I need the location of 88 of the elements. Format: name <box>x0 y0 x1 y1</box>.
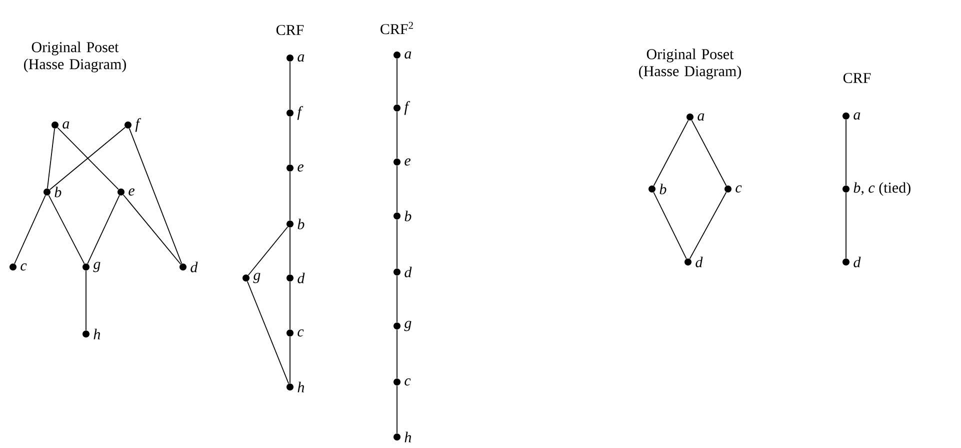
line <box>653 192 687 260</box>
vertex-label: g <box>93 262 100 272</box>
vertex-dot <box>286 330 294 336</box>
vertex-label: f <box>135 118 142 132</box>
vertex-dot <box>286 274 294 282</box>
vertex-label: b <box>404 210 412 222</box>
vertex-label: h <box>404 432 412 442</box>
vertex-label: a <box>404 51 412 59</box>
heading: CRF <box>276 24 304 36</box>
line <box>396 165 398 213</box>
vertex-dot <box>842 112 850 120</box>
vertex-label: f <box>404 101 410 115</box>
vertex-label: b <box>660 184 666 194</box>
line <box>396 385 398 434</box>
vertex-label: d <box>696 256 703 268</box>
vertex-dot <box>286 220 294 228</box>
line <box>396 58 398 105</box>
line <box>87 194 120 264</box>
vertex-dot <box>394 52 400 58</box>
vertex-label: d <box>854 256 861 268</box>
vertex-label: a <box>698 113 704 121</box>
vertex-dot <box>180 264 186 270</box>
line <box>689 192 727 260</box>
vertex-label: d <box>190 262 198 272</box>
vertex-dot <box>394 434 400 440</box>
vertex-dot <box>394 212 400 220</box>
vertex-dot <box>52 122 58 128</box>
vertex-dot <box>242 274 250 282</box>
vertex-dot <box>10 264 16 270</box>
vertex-label: b, c (tied) <box>854 182 910 196</box>
vertex-label: h <box>94 328 100 340</box>
line <box>14 194 46 264</box>
vertex-label: c <box>736 185 742 193</box>
heading: CRF <box>843 72 871 84</box>
line <box>246 280 290 384</box>
vertex-dot <box>394 158 400 166</box>
line <box>57 127 119 190</box>
vertex-label: g <box>253 272 260 284</box>
line <box>128 128 182 264</box>
vertex-dot <box>82 330 90 338</box>
heading: Original Poset (Hasse Diagram) <box>639 48 741 80</box>
vertex-label: a <box>62 121 70 129</box>
vertex-dot <box>394 378 400 386</box>
line <box>691 120 727 186</box>
line <box>46 128 56 189</box>
heading: CRF$^{2}$ <box>380 22 413 34</box>
vertex-dot <box>82 264 90 270</box>
vertex-dot <box>648 186 656 192</box>
vertex-dot <box>286 110 294 116</box>
vertex-label: d <box>404 266 412 278</box>
vertex-dot <box>124 122 132 128</box>
vertex-label: e <box>128 188 135 196</box>
vertex-label: c <box>404 378 411 386</box>
vertex-label: d <box>298 272 305 284</box>
heading: Original Poset (Hasse Diagram) <box>24 42 126 72</box>
vertex-label: a <box>298 54 304 62</box>
vertex-label: c <box>298 329 304 337</box>
vertex-dot <box>842 258 850 266</box>
vertex-dot <box>842 186 850 192</box>
vertex-dot <box>394 104 400 112</box>
vertex-dot <box>394 322 400 330</box>
line <box>248 226 288 276</box>
vertex-label: a <box>854 112 860 120</box>
vertex-label: h <box>298 382 304 392</box>
line <box>396 275 398 323</box>
vertex-dot <box>286 384 294 390</box>
vertex-dot <box>724 186 732 192</box>
line <box>48 194 85 264</box>
vertex-dot <box>394 268 400 276</box>
vertex-label: f <box>297 106 304 120</box>
vertex-dot <box>286 54 294 62</box>
line <box>122 194 182 265</box>
vertex-label: b <box>298 218 304 230</box>
line <box>396 329 398 379</box>
vertex-label: c <box>20 263 27 271</box>
vertex-label: e <box>298 164 304 172</box>
vertex-label: e <box>404 158 411 166</box>
line <box>396 111 398 159</box>
vertex-label: g <box>404 320 412 332</box>
line <box>49 126 126 190</box>
vertex-dot <box>118 188 124 196</box>
vertex-label: b <box>54 186 62 198</box>
vertex-dot <box>684 258 692 266</box>
line <box>396 219 398 269</box>
vertex-dot <box>686 114 694 120</box>
line <box>653 120 689 186</box>
vertex-dot <box>44 188 50 196</box>
vertex-dot <box>286 164 294 172</box>
